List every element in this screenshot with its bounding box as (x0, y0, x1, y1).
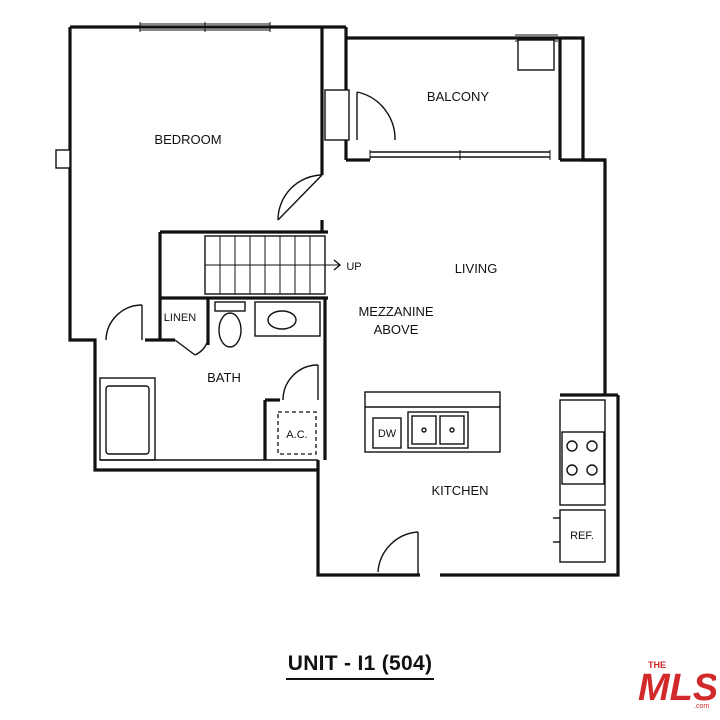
balcony-sliding-door (346, 150, 551, 162)
stairs (204, 235, 342, 295)
entry-door (377, 531, 419, 575)
mezzanine-label: MEZZANINE (358, 304, 433, 319)
balcony-door (324, 89, 396, 141)
living-label: LIVING (455, 261, 498, 276)
bath-label: BATH (207, 370, 241, 385)
balcony-equipment-box (517, 39, 555, 71)
kitchen-island (364, 391, 501, 453)
balcony-label: BALCONY (427, 89, 489, 104)
logo-the-text: THE (648, 660, 666, 670)
vanity-sink (254, 301, 321, 337)
bedroom-label: BEDROOM (154, 132, 221, 147)
bedroom-window (139, 22, 271, 32)
exterior-walls (55, 25, 620, 577)
ac-label: A.C. (286, 429, 307, 441)
kitchen-counter (559, 399, 606, 506)
interior-walls (100, 27, 605, 470)
linen-label: LINEN (164, 312, 196, 324)
dw-label: DW (378, 428, 397, 440)
bath-door (105, 304, 143, 341)
refrigerator (553, 509, 606, 563)
logo-mls-text: MLS (638, 667, 716, 709)
logo-com-text: .com (694, 703, 709, 710)
ref-label: REF. (570, 530, 594, 542)
ac-closet-door (282, 364, 319, 401)
unit-title-text: UNIT - I1 (504) (285, 652, 435, 680)
toilet (214, 301, 246, 348)
ac-unit (277, 411, 317, 455)
unit-title: UNIT - I1 (504) (0, 652, 720, 680)
mezzanine-above-label: ABOVE (374, 322, 419, 337)
bathtub (99, 377, 156, 461)
mls-logo: THE MLS .com (638, 660, 716, 710)
stair-up-label: UP (346, 261, 361, 273)
bedroom-door (277, 174, 323, 221)
linen-door (174, 339, 209, 356)
kitchen-label: KITCHEN (431, 483, 488, 498)
